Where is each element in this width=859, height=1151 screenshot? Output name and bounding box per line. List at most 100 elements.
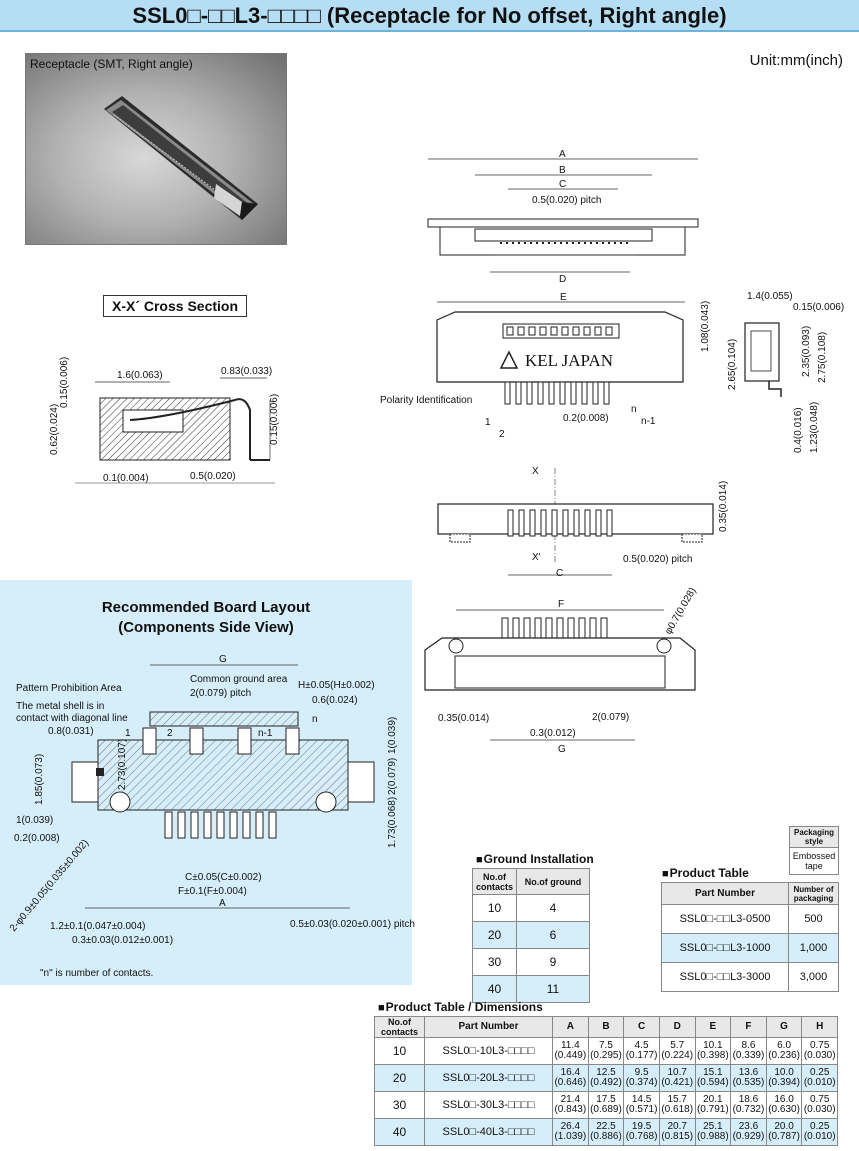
dt-cell: 4.5(0.177) xyxy=(623,1037,660,1065)
dt-cell: 16.0(0.630) xyxy=(765,1091,803,1119)
dt-cell: 0.25(0.010) xyxy=(801,1064,838,1092)
xs-dim-3: 0.15(0.006) xyxy=(59,357,70,408)
gi-cell: 4 xyxy=(516,894,590,922)
dt-header: D xyxy=(658,1016,696,1038)
pt-cell: 1,000 xyxy=(788,933,839,963)
dt-cell: 7.5(0.295) xyxy=(587,1037,625,1065)
board-layout-note: "n" is number of contacts. xyxy=(40,968,154,979)
gi-cell: 30 xyxy=(472,948,517,976)
bottom-view-drawing: X X' C 0.35(0.014) 0.5(0.020) pitch xyxy=(437,466,729,579)
board-dim-hole: 2-φ0.9±0.05(0.035±0.002) xyxy=(8,838,91,934)
board-dim-c: C±0.05(C±0.002) xyxy=(185,872,262,883)
pt-header-packaging: Number of packaging xyxy=(788,882,839,905)
dt-cell: 16.4(0.646) xyxy=(552,1064,589,1092)
gi-cell: 10 xyxy=(472,894,517,922)
front-pin-2: 2 xyxy=(499,429,505,440)
front-pin-n: n xyxy=(631,404,637,415)
ground-installation-title: Ground Installation xyxy=(476,852,594,866)
rear-dim-2: 2(0.079) xyxy=(592,712,629,723)
xs-dim-6: 0.1(0.004) xyxy=(103,473,149,484)
dt-cell: 10.1(0.398) xyxy=(694,1037,732,1065)
dt-cell: 5.7(0.224) xyxy=(658,1037,696,1065)
pt-cell: SSL0□-□□L3-1000 xyxy=(661,933,789,963)
board-dim-pitch: 0.5±0.03(0.020±0.001) pitch xyxy=(290,919,415,930)
side-dim-4: 2.75(0.108) xyxy=(817,332,828,383)
dimensions-table: No.of contacts Part Number A B C D E F G… xyxy=(374,1016,838,1146)
rear-view-drawing: F φ0.7(0.028) 0.35(0.014) 0.3(0.012) 2(0… xyxy=(424,586,699,755)
dt-header: A xyxy=(552,1016,589,1038)
bottom-label-x: X xyxy=(532,466,539,477)
top-label-c: C xyxy=(559,179,566,190)
dt-cell: 11.4(0.449) xyxy=(552,1037,589,1065)
side-dim-2: 0.15(0.006) xyxy=(793,302,844,313)
dt-cell: 9.5(0.374) xyxy=(623,1064,660,1092)
dt-cell: 22.5(0.886) xyxy=(587,1118,625,1146)
board-dim-185: 1.85(0.073) xyxy=(34,754,45,805)
xs-dim-1: 1.6(0.063) xyxy=(117,370,163,381)
dt-cell: 20.1(0.791) xyxy=(694,1091,732,1119)
gi-cell: 6 xyxy=(516,921,590,949)
dt-header: C xyxy=(623,1016,660,1038)
unit-label: Unit:mm(inch) xyxy=(749,52,843,69)
packaging-style-value: Embossed tape xyxy=(792,851,836,871)
dt-cell: 26.4(1.039) xyxy=(552,1118,589,1146)
top-label-a: A xyxy=(559,149,566,160)
dt-part: SSL0□-20L3-□□□□ xyxy=(424,1064,553,1092)
board-label-prohibit: Pattern Prohibition Area xyxy=(16,683,122,694)
dt-cell: 13.6(0.535) xyxy=(730,1064,767,1092)
board-dim-f: F±0.1(F±0.004) xyxy=(178,886,247,897)
dt-contacts: 10 xyxy=(374,1037,425,1065)
pt-cell: SSL0□-□□L3-0500 xyxy=(661,904,789,934)
dt-part: SSL0□-30L3-□□□□ xyxy=(424,1091,553,1119)
front-pitch: 0.2(0.008) xyxy=(563,413,609,424)
gi-cell: 9 xyxy=(516,948,590,976)
dt-cell: 20.0(0.787) xyxy=(765,1118,803,1146)
gi-header-ground: No.of ground xyxy=(516,868,590,895)
xs-dim-4: 0.62(0.024) xyxy=(49,404,60,455)
cross-section-title: X-X´ Cross Section xyxy=(103,295,247,317)
rear-dim-03: 0.3(0.012) xyxy=(530,728,576,739)
bottom-dim-pitch: 0.5(0.020) pitch xyxy=(623,554,693,565)
dt-cell: 21.4(0.843) xyxy=(552,1091,589,1119)
page-title: SSL0□-□□L3-□□□□ (Receptacle for No offse… xyxy=(0,0,859,32)
board-label-08: 0.8(0.031) xyxy=(48,726,94,737)
dt-cell: 20.7(0.815) xyxy=(658,1118,696,1146)
board-pin-1: 1 xyxy=(125,728,131,739)
dt-contacts: 40 xyxy=(374,1118,425,1146)
dt-cell: 0.75(0.030) xyxy=(801,1091,838,1119)
rear-label-g: G xyxy=(558,744,566,755)
side-dim-5: 0.4(0.016) xyxy=(793,407,804,453)
dt-cell: 18.6(0.732) xyxy=(730,1091,767,1119)
xs-dim-5: 0.15(0.006) xyxy=(269,394,280,445)
dt-cell: 14.5(0.571) xyxy=(623,1091,660,1119)
gi-cell: 11 xyxy=(516,975,590,1003)
board-dim-02: 0.2(0.008) xyxy=(14,833,60,844)
board-layout-title-line2: (Components Side View) xyxy=(118,619,294,636)
dt-cell: 8.6(0.339) xyxy=(730,1037,767,1065)
side-dim-6: 1.23(0.048) xyxy=(809,402,820,453)
dt-contacts: 30 xyxy=(374,1091,425,1119)
dt-cell: 15.7(0.618) xyxy=(658,1091,696,1119)
dt-header: E xyxy=(694,1016,732,1038)
top-label-pitch: 0.5(0.020) pitch xyxy=(532,195,602,206)
product-photo: Receptacle (SMT, Right angle) xyxy=(25,53,287,245)
board-pin-n1: n-1 xyxy=(258,728,273,739)
board-dim-1v: 1(0.039) xyxy=(387,717,398,754)
board-label-cg-pitch: 2(0.079) pitch xyxy=(190,688,251,699)
packaging-style-box: Packaging style Embossed tape xyxy=(789,826,839,875)
top-view-drawing: A B C 0.5(0.020) pitch D xyxy=(427,149,699,285)
dt-cell: 17.5(0.689) xyxy=(587,1091,625,1119)
side-dim-1: 1.4(0.055) xyxy=(747,291,793,302)
dt-header: G xyxy=(765,1016,803,1038)
board-dim-2v: 2(0.079) xyxy=(387,758,398,795)
top-label-d: D xyxy=(559,274,566,285)
bottom-dim-035: 0.35(0.014) xyxy=(718,481,729,532)
front-view-drawing: E KEL JAPAN Polarity Identification 1 2 … xyxy=(380,292,738,440)
side-dim-3: 2.35(0.093) xyxy=(801,326,812,377)
dt-part: SSL0□-10L3-□□□□ xyxy=(424,1037,553,1065)
side-view-drawing: 1.4(0.055) 0.15(0.006) 2.35(0.093) 2.75(… xyxy=(744,291,844,453)
dt-cell: 6.0(0.236) xyxy=(765,1037,803,1065)
board-label-common-ground: Common ground area xyxy=(190,674,288,685)
dt-cell: 10.7(0.421) xyxy=(658,1064,696,1092)
product-table: Part Number Number of packaging SSL0□-□□… xyxy=(661,882,839,992)
